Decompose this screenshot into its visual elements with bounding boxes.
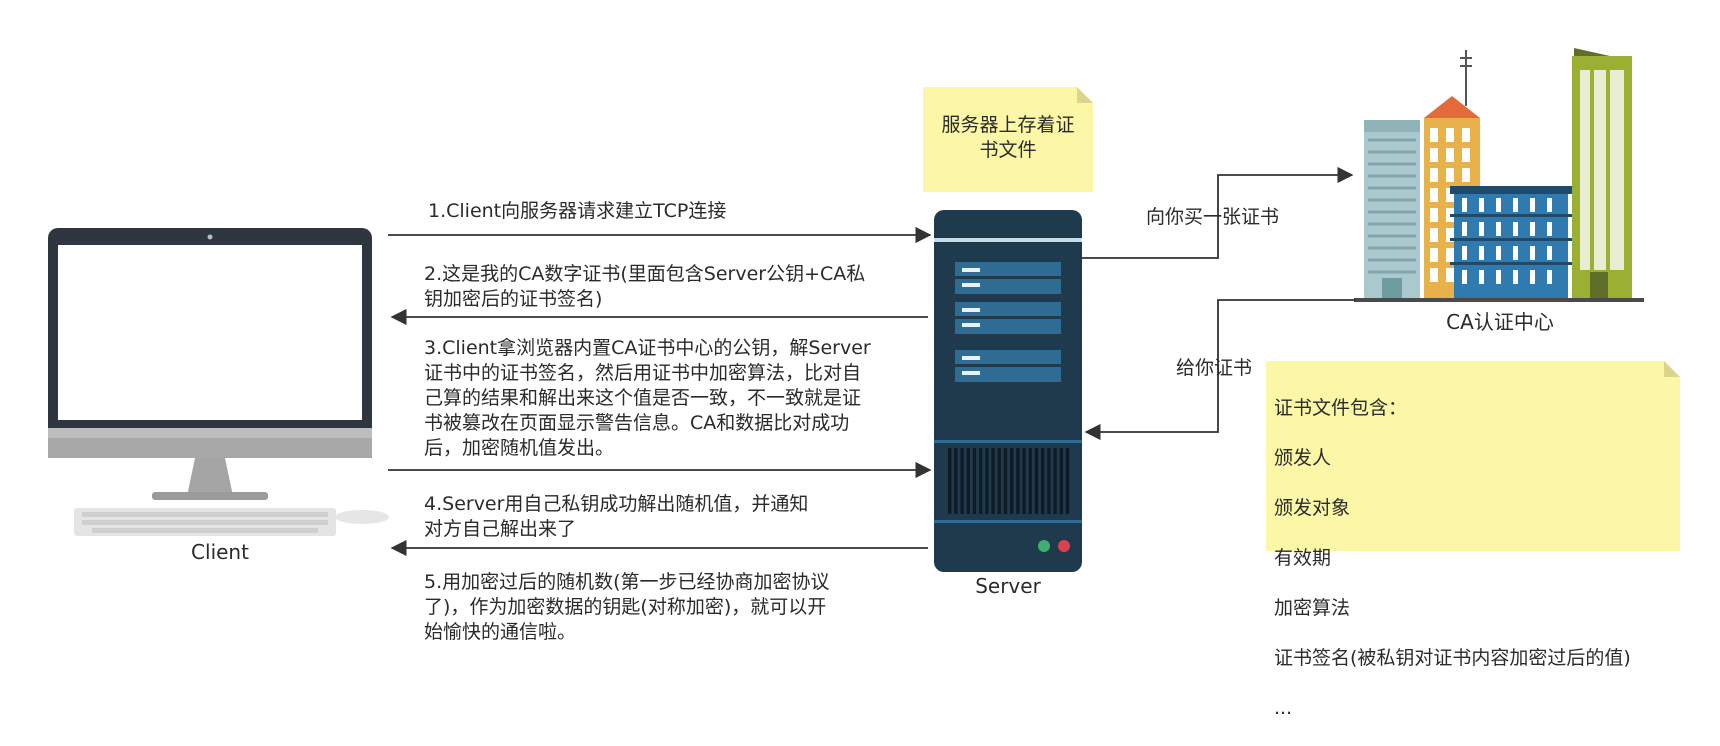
server-vent-grille [948, 448, 1070, 514]
arrow-buy-cert [1082, 166, 1354, 259]
step-4-text: 4.Server用自己私钥成功解出随机值，并通知 对方自己解出来了 [424, 493, 809, 540]
client-computer-icon [48, 228, 389, 536]
cert-note-title: 证书文件包含： [1274, 397, 1408, 419]
arrow-give-cert [1084, 299, 1356, 441]
ca-label: CA认证中心 [1446, 310, 1554, 334]
cert-note-text: 证书文件包含： 颁发人 颁发对象 有效期 加密算法 证书签名(被私钥对证书内容加… [1274, 371, 1674, 746]
server-rack-icon [934, 210, 1082, 572]
step-5-text: 5.用加密过后的随机数(第一步已经协商加密协议 了)，作为加密数据的钥匙(对称加… [424, 571, 830, 643]
cert-note-item: 颁发人 [1274, 447, 1332, 469]
server-note-shape [923, 87, 1093, 192]
step-3-text: 3.Client拿浏览器内置CA证书中心的公钥，解Server 证书中的证书签名… [424, 337, 871, 459]
server-note-text: 服务器上存着证 书文件 [941, 114, 1075, 161]
cert-note-shape [1266, 361, 1680, 551]
server-label: Server [975, 574, 1041, 598]
cert-note-item: 有效期 [1274, 547, 1332, 569]
client-label: Client [191, 540, 249, 564]
cert-note-item: 加密算法 [1274, 597, 1351, 619]
ca-buildings-icon [1354, 48, 1644, 302]
diagram-canvas [48, 48, 1680, 572]
cert-note-item: 证书签名(被私钥对证书内容加密过后的值) [1274, 647, 1631, 669]
server-drive-bays [955, 262, 1061, 382]
cert-note-item: ... [1274, 697, 1293, 719]
buy-cert-label: 向你买一张证书 [1146, 206, 1280, 228]
step-1-text: 1.Client向服务器请求建立TCP连接 [428, 200, 727, 222]
cert-note-item: 颁发对象 [1274, 497, 1351, 519]
step-2-text: 2.这是我的CA数字证书(里面包含Server公钥+CA私 钥加密后的证书签名) [424, 263, 866, 310]
give-cert-label: 给你证书 [1176, 357, 1253, 379]
